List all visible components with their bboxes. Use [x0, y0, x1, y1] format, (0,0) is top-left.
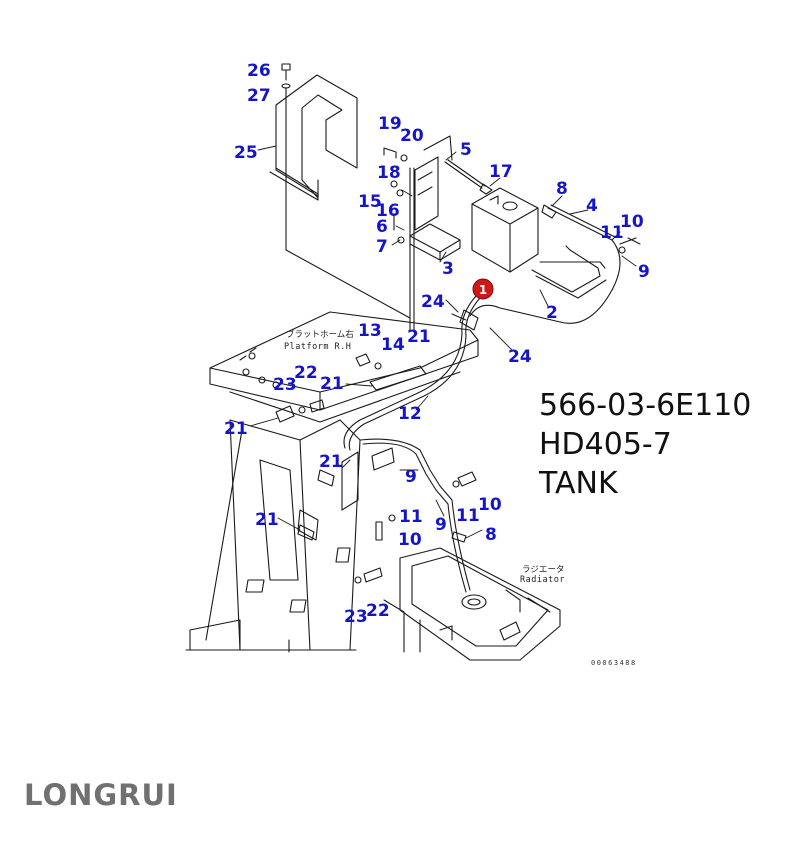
drawing-number: 00063488 — [591, 659, 637, 667]
callout-17: 17 — [489, 162, 513, 182]
callout-19: 19 — [378, 114, 402, 134]
bolt-13-14 — [355, 353, 382, 370]
small-bolt-set — [383, 147, 408, 244]
callout-11-c: 11 — [456, 506, 480, 526]
platform-jp-label: ブラットホーム右 — [286, 329, 354, 340]
clamp-21-set — [275, 365, 427, 541]
tank-1 — [471, 183, 539, 273]
part-number: 566-03-6E110 — [539, 388, 752, 423]
callout-27: 27 — [247, 86, 271, 106]
callout-20: 20 — [400, 126, 424, 146]
callout-18: 18 — [377, 163, 401, 183]
callout-21-d: 21 — [319, 452, 343, 472]
vertical-pipe — [409, 167, 415, 331]
hose-4 — [469, 204, 641, 324]
callout-16: 16 — [376, 201, 400, 221]
strap-2 — [531, 245, 607, 299]
machine-model: HD405-7 — [539, 427, 672, 462]
callout-5: 5 — [460, 140, 472, 160]
callout-24-b: 24 — [508, 347, 532, 367]
callout-10-b: 10 — [478, 495, 502, 515]
callout-23-b: 23 — [344, 607, 368, 627]
callout-21-e: 21 — [255, 510, 279, 530]
bracket-part-25 — [269, 74, 358, 201]
platform-en-label: Platform R.H — [284, 342, 351, 352]
callout-13: 13 — [358, 321, 382, 341]
callout-7: 7 — [376, 237, 388, 257]
callout-21-c: 21 — [224, 419, 248, 439]
callout-4: 4 — [586, 196, 598, 216]
highlight-marker-label: 1 — [479, 283, 487, 297]
callout-9-b: 9 — [405, 467, 417, 487]
callout-8: 8 — [556, 179, 568, 199]
callout-21: 21 — [407, 327, 431, 347]
fittings-lower — [354, 471, 477, 584]
highlight-marker-1: 1 — [472, 278, 494, 300]
bolt-26 — [281, 63, 291, 89]
callout-3: 3 — [442, 259, 454, 279]
callout-22: 22 — [294, 363, 318, 383]
callout-9: 9 — [638, 262, 650, 282]
part-name: TANK — [539, 466, 618, 501]
support-bracket-3 — [409, 135, 461, 261]
callout-10: 10 — [620, 212, 644, 232]
hose-5 — [444, 159, 486, 189]
stay-rod — [285, 99, 411, 319]
callout-9-c: 9 — [435, 515, 447, 535]
callout-26: 26 — [247, 61, 271, 81]
callout-22-b: 22 — [366, 601, 390, 621]
callout-6: 6 — [376, 217, 388, 237]
callout-24: 24 — [421, 292, 445, 312]
callout-11-b: 11 — [399, 507, 423, 527]
callout-2: 2 — [546, 303, 558, 323]
longrui-logo: LONGRUI — [24, 778, 178, 812]
callout-11: 11 — [600, 223, 624, 243]
callout-14: 14 — [381, 335, 405, 355]
callout-8-b: 8 — [485, 525, 497, 545]
frame-column — [185, 419, 361, 651]
radiator-jp-label: ラジエータ — [522, 565, 564, 575]
bolt-22-23-upper — [298, 399, 325, 414]
callout-25: 25 — [234, 143, 258, 163]
drain-hose — [343, 295, 481, 451]
radiator-en-label: Radiator — [520, 575, 565, 585]
leader-lines — [249, 145, 637, 539]
radiator — [383, 547, 561, 661]
callout-10-c: 10 — [398, 530, 422, 550]
callout-21-b: 21 — [320, 374, 344, 394]
callout-12: 12 — [398, 404, 422, 424]
callout-23: 23 — [273, 375, 297, 395]
platform-rh — [209, 311, 479, 423]
callout-15: 15 — [358, 192, 382, 212]
